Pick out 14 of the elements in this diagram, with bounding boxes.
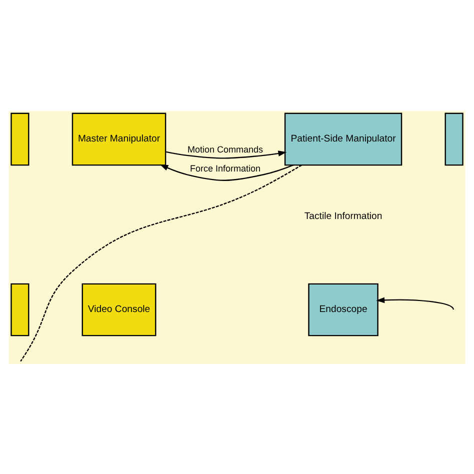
node-box: Endoscope [308, 282, 378, 336]
node-box: Master Manipulator [72, 112, 166, 166]
arrow [160, 164, 294, 180]
arrow [376, 296, 454, 310]
arrow [166, 150, 287, 158]
node-box [10, 112, 30, 166]
edge-label: Force Information [190, 163, 261, 174]
node-box [10, 282, 30, 336]
node-box [444, 112, 464, 166]
node-box: Video Console [82, 282, 156, 336]
node-box: Patient-Side Manipulator [284, 112, 402, 166]
label: Tactile Information [304, 210, 382, 222]
connector [20, 164, 302, 362]
edge-label: Motion Commands [188, 144, 264, 154]
